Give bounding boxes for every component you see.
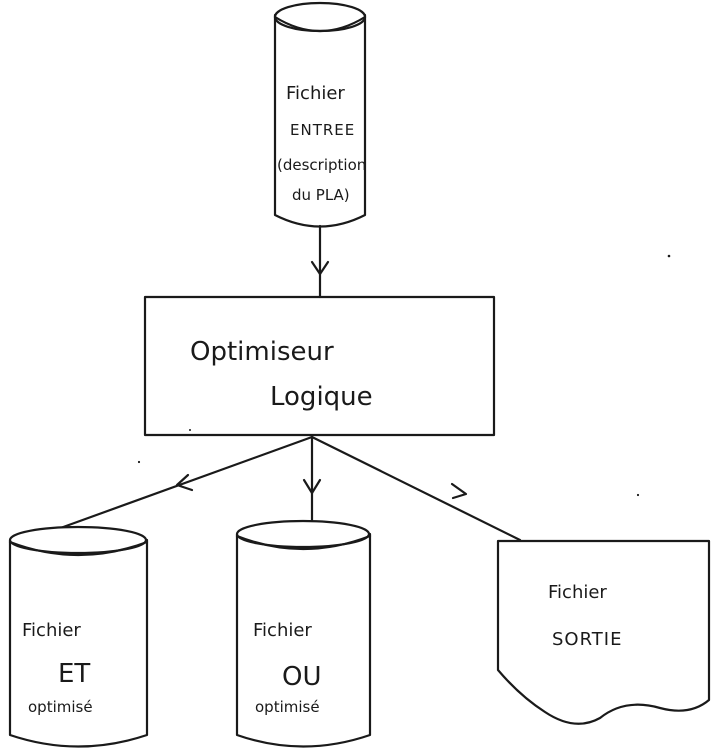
or-file-label-1: Fichier xyxy=(253,620,312,641)
arrow-optimizer-to-and-file xyxy=(53,435,314,532)
arrow-optimizer-to-or-file xyxy=(302,435,322,522)
output-file-label-2: SORTIE xyxy=(552,629,622,650)
optimizer-box: Optimiseur Logique xyxy=(143,295,496,437)
input-file-label-4: du PLA) xyxy=(292,186,350,204)
scan-speckles xyxy=(137,254,671,497)
arrow-input-to-optimizer xyxy=(310,224,330,299)
output-file-label-1: Fichier xyxy=(548,582,607,603)
and-file-label-2: ET xyxy=(58,659,90,689)
optimizer-label-2: Logique xyxy=(270,382,373,412)
input-file-label-3: (description xyxy=(277,156,366,174)
input-file-label-1: Fichier xyxy=(286,83,345,104)
or-file-label-3: optimisé xyxy=(255,698,320,716)
output-file-document: Fichier SORTIE xyxy=(496,539,711,725)
and-file-label-1: Fichier xyxy=(22,620,81,641)
and-file-label-3: optimisé xyxy=(28,698,93,716)
optimizer-label-1: Optimiseur xyxy=(190,337,334,367)
input-file-cylinder: Fichier ENTREE (description du PLA) xyxy=(273,1,366,228)
or-file-label-2: OU xyxy=(282,662,322,692)
arrow-optimizer-to-output-file xyxy=(310,435,522,542)
or-file-cylinder: Fichier OU optimisé xyxy=(235,519,372,748)
and-file-cylinder: Fichier ET optimisé xyxy=(8,525,149,748)
input-file-label-2: ENTREE xyxy=(290,121,355,139)
